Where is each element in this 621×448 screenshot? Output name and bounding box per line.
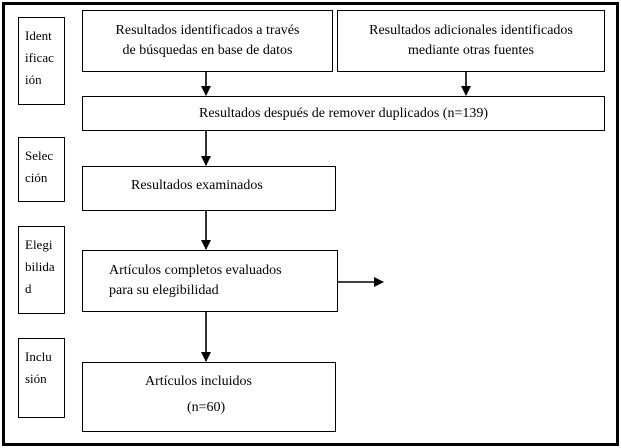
box-line: Resultados después de remover duplicados… xyxy=(199,105,488,121)
box-line: (n=60) xyxy=(187,400,226,415)
box-screened: Resultados examinados xyxy=(82,166,336,211)
stage-label-line: Selec xyxy=(25,148,54,163)
stage-label-line: ión xyxy=(25,72,42,87)
stage-label-line: Inclu xyxy=(25,349,52,364)
stage-label-line: bilida xyxy=(25,259,55,274)
box-line: de búsquedas en base de datos xyxy=(122,43,293,58)
box-line: Resultados identificados a través xyxy=(115,23,300,38)
stage-seleccion: Selec ción xyxy=(18,137,65,202)
stage-elegibilidad: Elegi bilida d xyxy=(18,226,65,314)
stage-label-line: ción xyxy=(25,170,48,185)
stage-label-line: sión xyxy=(25,371,47,386)
stage-inclusion: Inclu sión xyxy=(18,338,65,418)
box-included: Artículos incluidos (n=60) xyxy=(82,362,336,432)
stage-label-line: d xyxy=(25,281,32,296)
box-line: Resultados examinados xyxy=(131,178,263,193)
box-line: para su elegibilidad xyxy=(109,283,219,298)
stage-label-line: ificac xyxy=(25,50,54,65)
box-after-duplicates: Resultados después de remover duplicados… xyxy=(82,96,605,131)
stage-identificacion: Ident ificac ión xyxy=(18,17,65,105)
box-full-text: Artículos completos evaluados para su el… xyxy=(82,250,338,312)
box-line: Artículos incluidos xyxy=(145,374,252,389)
box-line: mediante otras fuentes xyxy=(408,43,534,58)
stage-label-line: Ident xyxy=(25,28,52,43)
box-line: Artículos completos evaluados xyxy=(109,263,282,278)
stage-label-line: Elegi xyxy=(25,237,53,252)
box-database-search: Resultados identificados a través de bús… xyxy=(82,10,333,72)
box-line: Resultados adicionales identificados xyxy=(369,23,573,38)
box-other-sources: Resultados adicionales identificados med… xyxy=(337,10,605,72)
